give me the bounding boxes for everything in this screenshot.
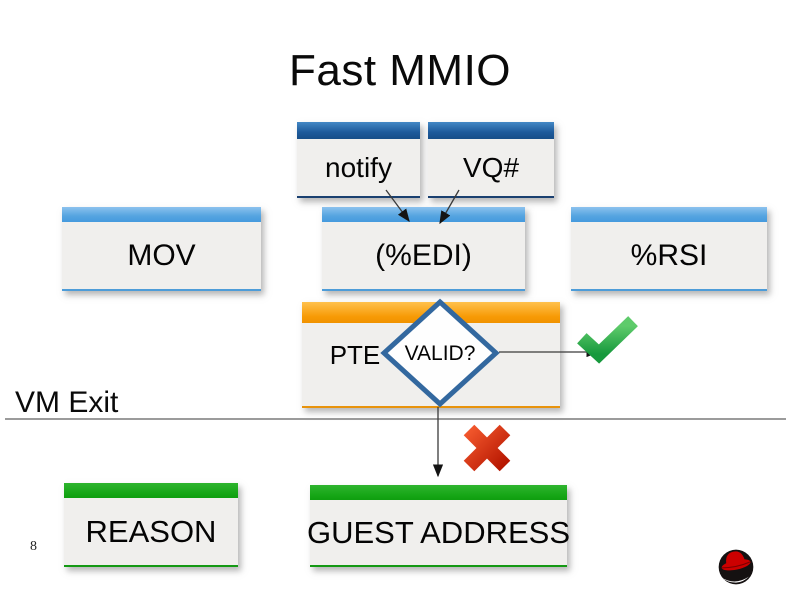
box-edi: (%EDI) [322,207,525,291]
redhat-logo [718,549,754,585]
box-mov-label: MOV [127,238,196,272]
box-notify-header [297,122,420,139]
box-pte-header [302,302,560,323]
box-reason: REASON [64,483,238,567]
box-mov-header [62,207,261,222]
box-rsi-header [571,207,767,222]
box-notify: notify [297,122,420,198]
checkmark-icon [577,316,638,364]
box-edi-label: (%EDI) [375,238,472,272]
cross-icon [463,424,511,472]
vm-exit-line [5,418,786,420]
box-guest-address-header [310,485,567,500]
box-edi-header [322,207,525,222]
box-reason-label: REASON [85,513,217,549]
decision-label: VALID? [404,342,476,365]
box-notify-label: notify [325,151,392,183]
box-vq: VQ# [428,122,554,198]
box-rsi: %RSI [571,207,767,291]
box-mov: MOV [62,207,261,291]
slide-title: Fast MMIO [288,46,512,95]
box-reason-header [64,483,238,498]
box-guest-address-label: GUEST ADDRESS [307,514,571,550]
box-rsi-label: %RSI [630,238,708,272]
vm-exit-label: VM Exit [15,386,119,419]
box-pte-label: PTE [329,340,381,370]
box-vq-header [428,122,554,139]
box-guest-address: GUEST ADDRESS [307,485,571,567]
box-vq-label: VQ# [462,151,520,183]
page-number: 8 [30,539,37,554]
